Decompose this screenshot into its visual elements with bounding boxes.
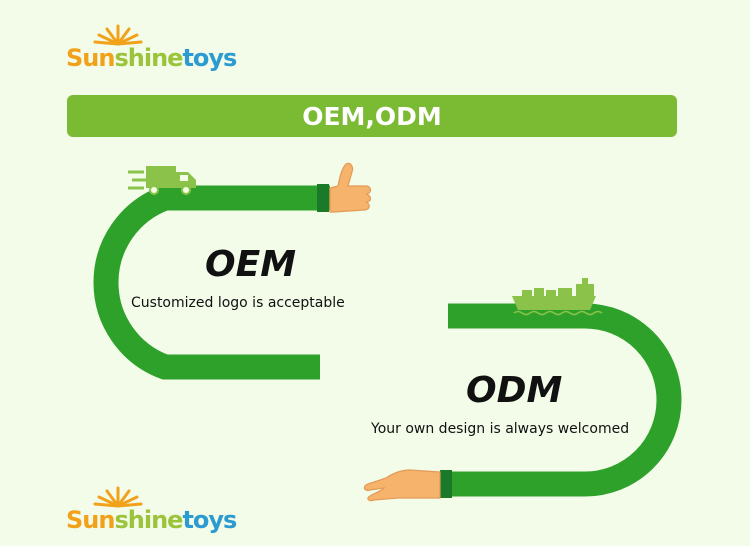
- odm-description: Your own design is always welcomed: [371, 421, 630, 437]
- page-title: OEM,ODM: [302, 101, 442, 131]
- brand-wordmark: Sunshinetoys: [66, 44, 237, 72]
- oem-heading: OEM: [205, 244, 297, 285]
- open-hand-icon: [363, 469, 441, 502]
- brand-logo: Sunshinetoys: [66, 22, 237, 82]
- hand-cuff: [440, 470, 452, 498]
- brand-logo-bottom: Sunshinetoys: [66, 484, 237, 544]
- oem-description: Customized logo is acceptable: [131, 295, 345, 311]
- thumb-cuff: [317, 184, 329, 212]
- odm-path: [445, 303, 682, 497]
- oem-path: [93, 185, 330, 380]
- truck-icon: [128, 166, 196, 195]
- sun-icon: [93, 24, 143, 46]
- sun-icon: [93, 486, 143, 508]
- brand-wordmark: Sunshinetoys: [66, 506, 237, 534]
- ship-icon: [512, 278, 603, 316]
- page-title-banner: OEM,ODM: [67, 95, 677, 137]
- odm-heading: ODM: [466, 370, 563, 411]
- thumbs-up-icon: [329, 162, 372, 213]
